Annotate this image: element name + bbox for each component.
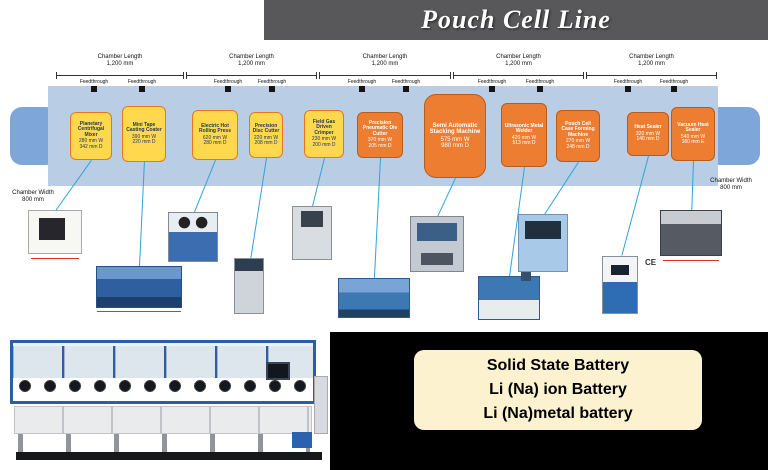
photo-planetary-centrifugal-mixer	[28, 210, 82, 259]
gloveline-cabinets	[14, 406, 312, 434]
feedthrough-2: Feedthrough	[122, 79, 162, 92]
photo-pouch-cell-case-forming-machine	[518, 214, 568, 272]
feedthrough-5: Feedthrough	[342, 79, 382, 92]
feedthrough-port	[537, 86, 543, 92]
feedthrough-port	[91, 86, 97, 92]
battery-type-line: Li (Na)metal battery	[483, 405, 633, 422]
photo-vacuum-heat-sealer	[660, 210, 722, 261]
chamber-length-value: 1,200 mm	[505, 61, 532, 67]
equipment-box-field-gas-driven-crimper: Field Gas Driven Crimper 230 mm W 200 mm…	[304, 110, 344, 158]
feedthrough-label: Feedthrough	[391, 79, 421, 85]
feedthrough-9: Feedthrough	[608, 79, 648, 92]
battery-type-line: Li (Na) ion Battery	[489, 381, 627, 398]
chamber-width-label-right: Chamber Width 800 mm	[710, 178, 752, 191]
chamber-length-dimension-3: Chamber Length 1,200 mm	[318, 54, 452, 80]
equipment-box-pouch-cell-case-forming-machine: Pouch Cell Case Forming Machine 270 mm W…	[556, 110, 600, 162]
chamber-length-label: Chamber Length	[362, 54, 408, 60]
photo-electric-hot-rolling-press	[168, 212, 218, 262]
feedthrough-label: Feedthrough	[127, 79, 157, 85]
chamber-length-value: 1,200 mm	[238, 61, 265, 67]
chamber-length-value: 1,200 mm	[106, 61, 134, 67]
equipment-box-semi-automatic-stacking-machine: Semi Automatic Stacking Machine 575 mm W…	[424, 94, 486, 178]
photo-semi-automatic-stacking-machine	[410, 216, 464, 272]
feedthrough-3: Feedthrough	[208, 79, 248, 92]
photo-precision-disc-cutter	[234, 258, 264, 314]
feedthrough-8: Feedthrough	[520, 79, 560, 92]
feedthrough-label: Feedthrough	[477, 79, 507, 85]
chamber-width-label-left: Chamber Width 800 mm	[12, 190, 54, 203]
feedthrough-4: Feedthrough	[252, 79, 292, 92]
feedthrough-10: Feedthrough	[654, 79, 694, 92]
chamber-length-dimension-5: Chamber Length 1,200 mm	[585, 54, 718, 80]
chamber-length-dimension-2: Chamber Length 1,200 mm	[185, 54, 318, 80]
feedthrough-label: Feedthrough	[525, 79, 555, 85]
gloveline-photo	[8, 336, 330, 462]
chamber-length-label: Chamber Length	[97, 54, 143, 60]
feedthrough-label: Feedthrough	[213, 79, 243, 85]
battery-type-line: Solid State Battery	[486, 357, 630, 374]
photo-ultrasonic-metal-welder	[478, 269, 540, 320]
equipment-box-planetary-centrifugal-mixer: Planetary Centrifugal Mixer 280 mm W 342…	[70, 112, 112, 160]
feedthrough-port	[671, 86, 677, 92]
ce-mark: CE	[645, 258, 657, 267]
feedthrough-label: Feedthrough	[659, 79, 689, 85]
gloveline-floor	[16, 452, 322, 460]
gloveline-windows	[13, 346, 313, 378]
equipment-box-precision-disc-cutter: Precision Disc Cutter 220 mm W 208 mm D	[249, 112, 283, 158]
feedthrough-port	[625, 86, 631, 92]
feedthrough-label: Feedthrough	[613, 79, 643, 85]
chamber-length-label: Chamber Length	[629, 54, 674, 60]
dimension-line	[586, 72, 717, 79]
equipment-box-precision-pneumatic-die-cutter: Precision Pneumatic Die Cutter 370 mm W …	[357, 112, 403, 158]
feedthrough-label: Feedthrough	[257, 79, 287, 85]
feedthrough-label: Feedthrough	[79, 79, 109, 85]
dimension-line	[453, 72, 584, 79]
page-title: Pouch Cell Line	[264, 0, 768, 40]
dimension-line	[56, 72, 184, 79]
feedthrough-6: Feedthrough	[386, 79, 426, 92]
gloveline-side-unit	[314, 376, 328, 434]
equipment-box-electric-hot-rolling-press: Electric Hot Rolling Press 620 mm W 280 …	[192, 110, 238, 160]
feedthrough-port	[225, 86, 231, 92]
chamber-length-dimension-4: Chamber Length 1,200 mm	[452, 54, 585, 80]
gloveline-vacuum-pump	[292, 432, 312, 448]
equipment-box-mini-tape-casting-coater: Mini Tape Casting Coater 390 mm W 220 mm…	[122, 106, 166, 162]
feedthrough-1: Feedthrough	[74, 79, 114, 92]
feedthrough-port	[139, 86, 145, 92]
chamber-length-label: Chamber Length	[496, 54, 541, 60]
photo-field-gas-driven-crimper	[292, 206, 332, 260]
chamber-length-value: 1,200 mm	[638, 61, 665, 67]
dimension-line	[186, 72, 317, 79]
feedthrough-label: Feedthrough	[347, 79, 377, 85]
gloveline-legs	[18, 434, 310, 454]
chamber-length-label: Chamber Length	[229, 54, 274, 60]
battery-types-box: Solid State Battery Li (Na) ion Battery …	[414, 350, 702, 430]
feedthrough-7: Feedthrough	[472, 79, 512, 92]
equipment-box-vacuum-heat-sealer: Vacuum Heat Sealer 540 mm W 380 mm E	[671, 107, 715, 161]
equipment-box-ultrasonic-metal-welder: Ultrasonic Metal Welder 420 mm W 513 mm …	[501, 103, 547, 167]
photo-mini-tape-casting-coater	[96, 266, 182, 312]
equipment-box-heat-sealer: Heat Sealer 320 mm W 140 mm D	[627, 112, 669, 156]
feedthrough-port	[269, 86, 275, 92]
photo-heat-sealer	[602, 256, 638, 314]
photo-precision-pneumatic-die-cutter	[338, 278, 410, 318]
feedthrough-port	[403, 86, 409, 92]
chamber-length-dimension-1: Chamber Length 1,200 mm	[55, 54, 185, 80]
feedthrough-port	[359, 86, 365, 92]
dimension-line	[319, 72, 451, 79]
chamber-length-value: 1,200 mm	[371, 61, 399, 67]
gloveline-gloveports	[13, 378, 313, 394]
feedthrough-port	[489, 86, 495, 92]
gloveline-control-monitor	[266, 362, 290, 380]
